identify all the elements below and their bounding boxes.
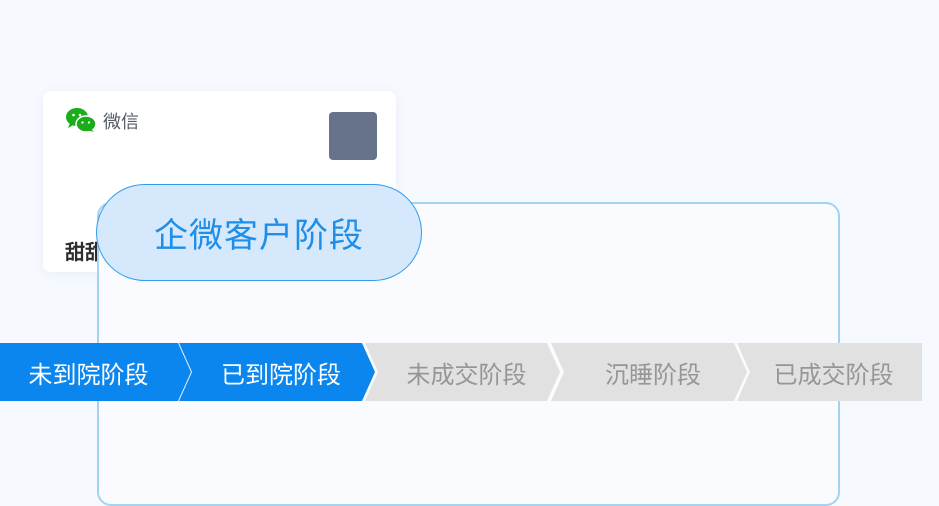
step-dormant[interactable]: 沉睡阶段 [551,343,747,401]
step-closed-deal[interactable]: 已成交阶段 [737,343,922,401]
step-not-visited[interactable]: 未到院阶段 [0,343,191,401]
wechat-icon [66,108,97,133]
step-not-closed[interactable]: 未成交阶段 [365,343,560,401]
stage-title: 企微客户阶段 [154,216,364,256]
platform-label: 微信 [103,112,139,133]
stage-title-badge: 企微客户阶段 [96,184,422,281]
step-visited[interactable]: 已到院阶段 [179,343,375,401]
stage-stepper: 未到院阶段 已到院阶段 未成交阶段 沉睡阶段 已成交阶段 [0,343,939,401]
avatar[interactable] [329,112,377,160]
